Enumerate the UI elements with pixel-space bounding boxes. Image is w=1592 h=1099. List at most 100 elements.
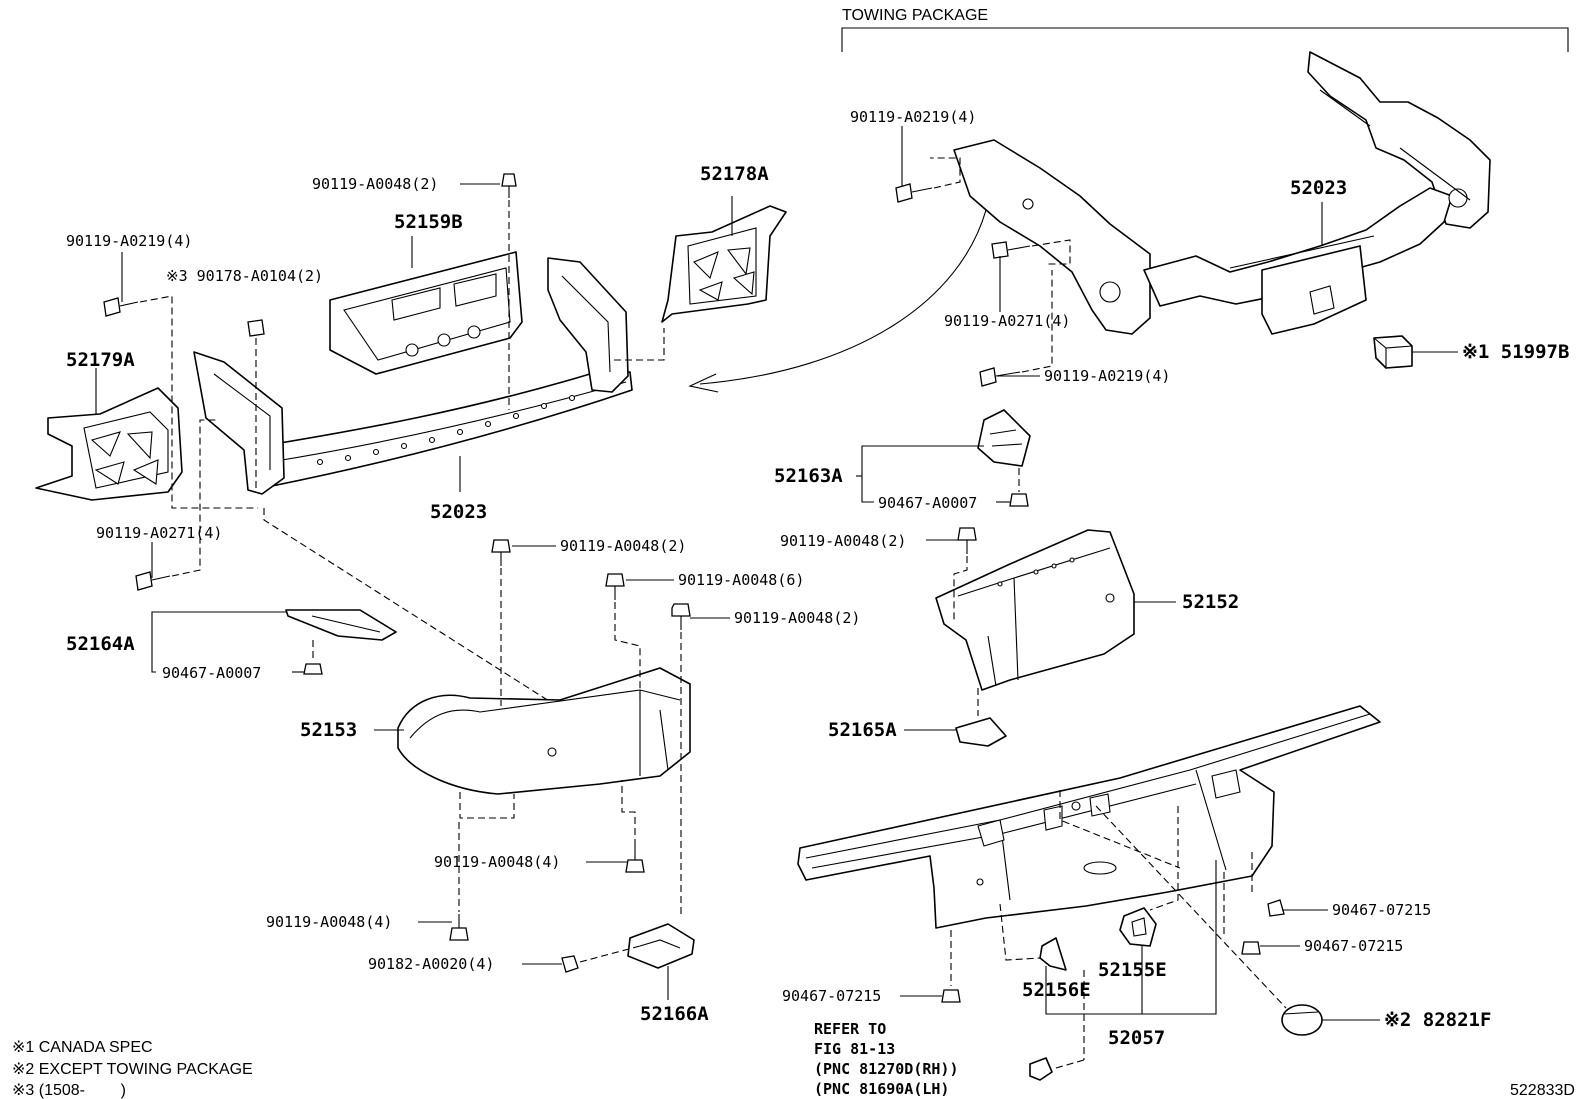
label-52179a: 52179A <box>66 349 135 371</box>
label-52155e: 52155E <box>1098 959 1167 981</box>
bolt-90119-a0219-tr <box>895 183 933 203</box>
dash-line <box>263 508 561 709</box>
bolt-90119-a0048-four-mid <box>625 846 645 873</box>
label-90467-07215-c: 90467-07215 <box>782 987 881 1005</box>
label-90178-a0104: ※3 90178-A0104(2) <box>166 267 323 285</box>
leader <box>151 611 286 673</box>
dash-line <box>614 328 665 361</box>
part-52166a-bracket <box>627 923 695 969</box>
label-82821f: ※2 82821F <box>1384 1009 1491 1031</box>
part-52152-bumper-end <box>935 529 1135 691</box>
note-3: ※3 (1508- ) <box>12 1082 126 1099</box>
part-52153-bumper-end <box>397 667 691 795</box>
part-52159b-bracket <box>329 251 523 375</box>
label-52165a: 52165A <box>828 719 897 741</box>
label-52159b: 52159B <box>394 211 463 233</box>
part-51997b-plug <box>1373 335 1413 369</box>
leader <box>861 445 984 503</box>
bolt-90119-a0048-mid <box>491 539 511 566</box>
bolt-90119-a0219-r2 <box>979 367 1021 387</box>
section-bracket <box>841 27 1569 52</box>
dash-line <box>621 780 636 846</box>
bolt-90119-a0048-six <box>605 573 625 600</box>
dash-line <box>459 792 515 819</box>
label-52023-left: 52023 <box>430 501 487 523</box>
clip-90467-07215-a <box>1267 899 1285 917</box>
label-90119-a0048-6: 90119-A0048(6) <box>678 571 804 589</box>
dash-line <box>1055 1059 1085 1069</box>
clip-90467-07215-c <box>941 989 961 1003</box>
part-52156e-bracket <box>1039 937 1067 971</box>
label-90467-07215-a: 90467-07215 <box>1332 901 1431 919</box>
label-90119-a0219-4-r2: 90119-A0219(4) <box>1044 367 1170 385</box>
label-90119-a0048-2-right: 90119-A0048(2) <box>780 532 906 550</box>
label-90119-a0048-2-mid2: 90119-A0048(2) <box>734 609 860 627</box>
label-90182-a0020: 90182-A0020(4) <box>368 955 494 973</box>
part-52165a-bracket <box>955 717 1007 747</box>
assembly-arrow-head <box>688 373 719 393</box>
dash-line <box>1095 805 1287 1009</box>
label-52178a: 52178A <box>700 163 769 185</box>
leader <box>1045 860 1217 1015</box>
part-52164a-pad <box>285 609 397 641</box>
label-52166a: 52166A <box>640 1003 709 1025</box>
dash-line <box>999 903 1041 961</box>
bolt-90119-a0271-left <box>135 571 171 591</box>
reference-line-2: FIG 81-13 <box>814 1040 895 1058</box>
label-52057: 52057 <box>1108 1027 1165 1049</box>
label-51997b: ※1 51997B <box>1462 341 1569 363</box>
reference-line-3: (PNC 81270D(RH)) <box>814 1060 959 1078</box>
label-90467-a0007-left: 90467-A0007 <box>162 664 261 682</box>
dash-line <box>139 295 258 509</box>
label-90119-a0271-4-right: 90119-A0271(4) <box>944 312 1070 330</box>
clip-90467-a0007-left <box>303 663 323 675</box>
dash-line <box>930 157 961 189</box>
label-52152: 52152 <box>1182 591 1239 613</box>
clip-90467-a0007-right <box>1009 493 1029 507</box>
dash-line <box>1031 239 1071 265</box>
figure-id: 522833D <box>1510 1082 1575 1099</box>
label-52153: 52153 <box>300 719 357 741</box>
part-82821f-plug <box>1281 1004 1323 1036</box>
label-90119-a0048-4-mid: 90119-A0048(4) <box>434 853 560 871</box>
bolt-90119-a0048-right <box>957 527 977 554</box>
reference-line-4: (PNC 81690A(LH) <box>814 1080 949 1098</box>
part-license-lamp <box>1029 1057 1053 1081</box>
part-52179a-bracket <box>35 387 183 501</box>
nut-90178-a0104 <box>247 319 265 337</box>
section-title: TOWING PACKAGE <box>842 7 988 24</box>
part-52178a-bracket <box>661 205 787 323</box>
label-90119-a0219-4-left: 90119-A0219(4) <box>66 232 192 250</box>
part-52023-hitch-frame <box>953 51 1491 335</box>
dash-line <box>614 602 641 700</box>
part-52163a-pad <box>977 409 1031 467</box>
bolt-90119-a0048-mid2 <box>671 603 691 630</box>
label-52023-right: 52023 <box>1290 177 1347 199</box>
label-52163a: 52163A <box>774 465 843 487</box>
bolt-90119-a0048-top <box>501 173 517 198</box>
dash-line <box>1059 790 1181 869</box>
bolt-90119-a0048-four-low <box>449 914 469 941</box>
note-1: ※1 CANADA SPEC <box>12 1039 153 1056</box>
bolt-90119-a0219-left <box>103 297 139 317</box>
dash-line <box>171 419 216 577</box>
label-90119-a0048-2-mid: 90119-A0048(2) <box>560 537 686 555</box>
dash-line <box>953 556 968 620</box>
part-52023-reinforcement-beam <box>193 257 633 495</box>
dash-line <box>1021 270 1053 373</box>
assembly-arrow <box>699 209 987 385</box>
label-52164a: 52164A <box>66 633 135 655</box>
nut-90182-a0020 <box>561 955 579 973</box>
label-90119-a0271-4-left: 90119-A0271(4) <box>96 524 222 542</box>
label-90119-a0048-2-top: 90119-A0048(2) <box>312 175 438 193</box>
label-90119-a0048-4-low: 90119-A0048(4) <box>266 913 392 931</box>
bolt-90119-a0271-right <box>991 241 1031 259</box>
label-90467-a0007-right: 90467-A0007 <box>878 494 977 512</box>
note-2: ※2 EXCEPT TOWING PACKAGE <box>12 1061 253 1078</box>
label-90467-07215-b: 90467-07215 <box>1304 937 1403 955</box>
part-52155e-bracket <box>1119 907 1157 947</box>
reference-line-1: REFER TO <box>814 1020 886 1038</box>
label-52156e: 52156E <box>1022 979 1091 1001</box>
